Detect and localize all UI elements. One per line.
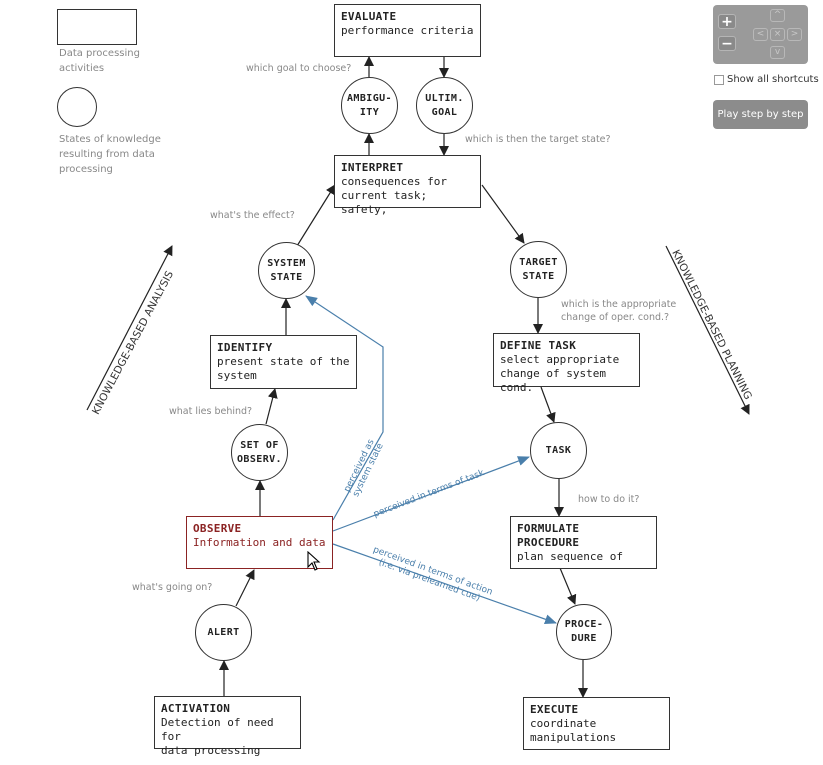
question-which-goal: which goal to choose? <box>246 63 352 74</box>
circle-target-state[interactable]: TARGET STATE <box>510 241 567 298</box>
shortcut-observe-task <box>332 456 530 532</box>
circle-set-of-observ-line-2: OBSERV. <box>237 453 282 465</box>
box-activation-line-1: Detection of need for <box>161 716 274 743</box>
box-formulate-title: FORMULATE <box>517 522 580 535</box>
circle-ultim-goal[interactable]: ULTIM. GOAL <box>416 77 473 134</box>
shortcut-observe-systemstate <box>305 295 384 521</box>
mouse-cursor-icon <box>307 551 321 571</box>
box-identify[interactable]: IDENTIFY present state of the system <box>210 335 357 389</box>
play-step-by-step-button[interactable]: Play step by step <box>713 100 808 129</box>
circle-task-line-1: TASK <box>545 444 572 456</box>
question-which-appropriate-2: change of oper. cond.? <box>561 312 670 323</box>
circle-system-state-line-1: SYSTEM <box>267 257 306 269</box>
circle-alert-line-1: ALERT <box>207 626 240 638</box>
circle-ultim-goal-line-2: GOAL <box>431 106 458 118</box>
arrow-knowledge-planning <box>665 245 750 415</box>
question-whats-going-on: what's going on? <box>132 582 213 593</box>
box-evaluate-title: EVALUATE <box>341 10 397 23</box>
arrow-knowledge-analysis <box>86 245 173 411</box>
shortcut-observe-procedure <box>332 543 557 625</box>
box-define-task[interactable]: DEFINE TASK select appropriate change of… <box>493 333 640 394</box>
arrow-definetask-task <box>540 386 556 423</box>
circle-ambiguity-line-1: AMBIGU- <box>347 92 392 104</box>
question-which-target: which is then the target state? <box>465 134 611 145</box>
box-formulate-line-2: plan sequence of <box>517 550 623 563</box>
pan-reset-button[interactable]: × <box>770 28 785 41</box>
arrow-setofobserv-identify <box>265 388 278 425</box>
legend-circle-sample <box>57 87 97 127</box>
box-interpret[interactable]: INTERPRET consequences for current task;… <box>334 155 481 216</box>
show-shortcuts-toggle[interactable]: Show all shortcuts <box>714 74 819 85</box>
navigation-panel: + − ^ < × > v <box>713 5 808 64</box>
box-interpret-line-1: consequences for <box>341 175 447 188</box>
box-define-task-title: DEFINE TASK <box>500 339 577 352</box>
question-which-appropriate-1: which is the appropriate <box>561 299 677 310</box>
circle-system-state[interactable]: SYSTEM STATE <box>258 242 315 299</box>
arrow-systemstate-interpret <box>296 184 336 247</box>
box-activation-title: ACTIVATION <box>161 702 231 715</box>
box-execute[interactable]: EXECUTE coordinate manipulations <box>523 697 670 750</box>
circle-procedure-line-1: PROCE- <box>564 619 604 630</box>
circle-set-of-observ-line-1: SET OF <box>240 439 279 451</box>
circle-ambiguity[interactable]: AMBIGU- ITY <box>341 77 398 134</box>
box-activation[interactable]: ACTIVATION Detection of need for data pr… <box>154 696 301 757</box>
zoom-in-button[interactable]: + <box>718 14 736 29</box>
show-shortcuts-label: Show all shortcuts <box>727 74 819 85</box>
zoom-out-button[interactable]: − <box>718 36 736 51</box>
circle-ultim-goal-line-1: ULTIM. <box>425 92 464 104</box>
box-interpret-title: INTERPRET <box>341 161 404 174</box>
question-what-lies-behind: what lies behind? <box>169 406 253 417</box>
box-define-task-line-2: change of system cond. <box>500 367 606 394</box>
box-formulate[interactable]: FORMULATE PROCEDURE plan sequence of <box>510 516 657 569</box>
pan-up-button[interactable]: ^ <box>770 9 785 22</box>
box-observe-title: OBSERVE <box>193 522 242 535</box>
legend-box-sample <box>57 9 137 45</box>
pan-right-button[interactable]: > <box>787 28 802 41</box>
box-identify-line-2: system <box>217 369 257 382</box>
arrow-formulate-procedure <box>559 567 577 605</box>
circle-system-state-line-2: STATE <box>270 271 303 283</box>
box-formulate-line-1: PROCEDURE <box>517 536 580 549</box>
box-observe-line-1: Information and data <box>193 536 326 549</box>
box-identify-line-1: present state of the <box>217 355 350 368</box>
question-how-to-do: how to do it? <box>578 494 640 505</box>
show-shortcuts-checkbox[interactable] <box>714 74 724 85</box>
arrow-alert-observe <box>235 569 255 607</box>
circle-procedure[interactable]: PROCE- DURE <box>556 604 612 660</box>
question-whats-effect: what's the effect? <box>210 210 295 221</box>
box-interpret-line-2: current task; safety, <box>341 189 428 216</box>
circle-alert[interactable]: ALERT <box>195 604 252 661</box>
circle-target-state-line-1: TARGET <box>519 256 558 268</box>
circle-procedure-line-2: DURE <box>571 633 597 644</box>
box-execute-line-2: manipulations <box>530 731 617 744</box>
circle-ambiguity-line-2: ITY <box>359 106 380 118</box>
circle-task[interactable]: TASK <box>530 422 587 479</box>
box-identify-title: IDENTIFY <box>217 341 273 354</box>
box-execute-title: EXECUTE <box>530 703 579 716</box>
box-evaluate-line-1: performance criteria <box>341 24 474 37</box>
circle-set-of-observ[interactable]: SET OF OBSERV. <box>231 424 288 481</box>
pan-down-button[interactable]: v <box>770 46 785 59</box>
arrow-interpret-targetstate <box>481 184 525 244</box>
box-evaluate[interactable]: EVALUATE performance criteria <box>334 4 481 57</box>
box-activation-line-2: data processing <box>161 744 261 757</box>
pan-left-button[interactable]: < <box>753 28 768 41</box>
box-execute-line-1: coordinate <box>530 717 597 730</box>
circle-target-state-line-2: STATE <box>522 270 555 282</box>
box-define-task-line-1: select appropriate <box>500 353 620 366</box>
